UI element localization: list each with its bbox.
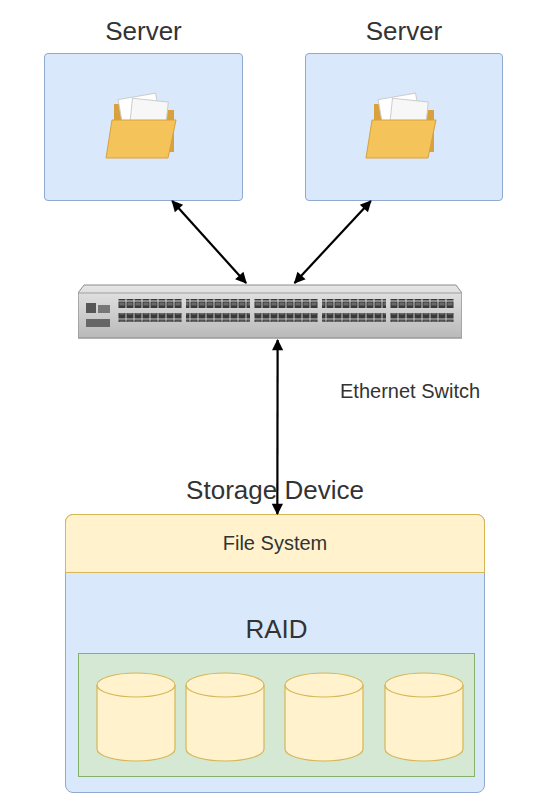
switch-illustration [78,283,462,340]
disk-cylinders [78,653,475,777]
server-title: Server [45,16,242,47]
storage-title: Storage Device [66,475,484,506]
double-arrow [295,201,371,283]
double-arrow [172,201,246,283]
double-arrow [276,340,278,514]
file-system-label: File System [223,532,327,555]
server-title: Server [306,16,502,47]
switch-label: Ethernet Switch [340,380,480,403]
raid-label: RAID [79,614,474,645]
folder-icon [104,88,184,168]
folder-icon [364,88,444,168]
file-system-band: File System [65,514,485,573]
